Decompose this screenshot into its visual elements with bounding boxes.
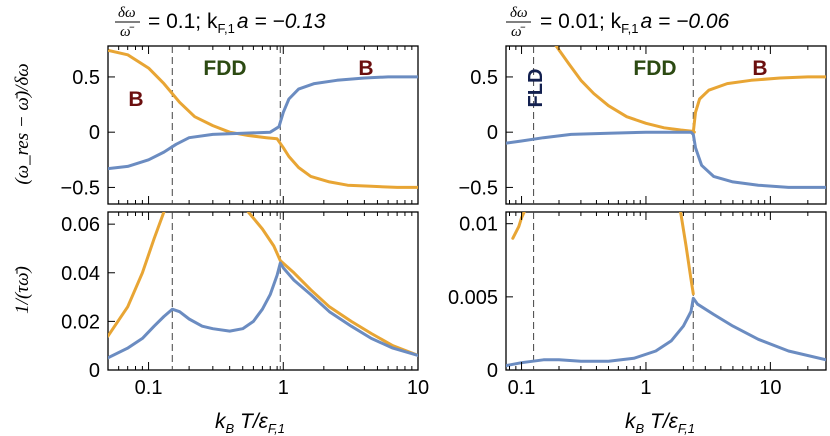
panel-left: B FDD B 0.5 0 −0.5 0.06 0.04 0.02 0 0.1 1 10: [61, 45, 429, 399]
right-title-fraction-numerator: δω: [510, 5, 528, 21]
bottom-ylabel: 1/(τω̄): [12, 266, 33, 314]
series-orange-top: [554, 46, 696, 134]
bottom-frame: [505, 211, 827, 371]
bottom-frame: [107, 211, 419, 371]
region-label-fdd: FDD: [633, 57, 676, 80]
bottom-ytick-label: 0: [89, 360, 100, 382]
xtick-label: 1: [640, 377, 651, 399]
series-orange-top: [108, 48, 418, 189]
top-ytick-label: 0.5: [72, 67, 100, 89]
series-orange-bottom: [511, 212, 526, 240]
bottom-ytick-label: 0.02: [61, 311, 100, 333]
top-ytick-label: −0.5: [61, 177, 100, 199]
top-ytick-label: 0.5: [470, 67, 498, 89]
series-blue-top: [506, 130, 826, 189]
series-blue-bottom: [506, 296, 826, 368]
xtick-label: 10: [759, 377, 781, 399]
bottom-ytick-label: 0.005: [448, 287, 498, 309]
right-title-rest: = 0.01; kF,1a = −0.06: [540, 10, 730, 36]
bottom-ytick-label: 0.06: [61, 214, 100, 236]
series-orange-bottom: [108, 212, 166, 338]
region-label-b: B: [358, 57, 373, 80]
bottom-ytick-label: 0.04: [61, 263, 100, 285]
series-orange-top-right: [691, 75, 826, 134]
left-title-fraction-numerator: δω: [118, 5, 136, 21]
series-blue-bottom: [108, 261, 418, 360]
region-label-b: B: [752, 57, 767, 80]
left-xlabel: kB T/εF,1: [215, 410, 285, 436]
top-frame: [107, 45, 419, 205]
right-title: δω ω̄ = 0.01; kF,1a = −0.06: [506, 5, 730, 40]
top-ytick-label: −0.5: [459, 177, 498, 199]
top-ytick-label: 0: [89, 122, 100, 144]
bottom-ytick-label: 0.01: [459, 214, 498, 236]
top-ylabel: (ω_res − ω̄)/δω: [12, 63, 33, 184]
xtick-label: 10: [407, 377, 429, 399]
left-title: δω ω̄ = 0.1; kF,1a = −0.13: [115, 5, 326, 40]
top-frame: [505, 45, 827, 205]
left-title-fraction-denominator: ω̄: [120, 24, 135, 40]
top-ytick-label: 0: [487, 122, 498, 144]
xtick-label: 0.1: [135, 377, 163, 399]
left-title-rest: = 0.1; kF,1a = −0.13: [148, 10, 326, 36]
region-label-b: B: [128, 88, 143, 111]
region-label-fdd: FDD: [203, 57, 246, 80]
right-title-fraction-denominator: ω̄: [511, 24, 526, 40]
series-blue-top: [108, 75, 418, 171]
xtick-label: 0.1: [508, 377, 536, 399]
bottom-ytick-label: 0: [487, 360, 498, 382]
panel-right: FLD FDD B 0.5 0 −0.5 0.01 0.005 0 0.1 1 10: [448, 45, 827, 399]
right-xlabel: kB T/εF,1: [625, 410, 695, 436]
xtick-label: 1: [278, 377, 289, 399]
series-orange-bottom-right: [679, 212, 695, 296]
region-label-fld: FLD: [525, 69, 547, 108]
series-orange-bottom-right: [246, 212, 418, 357]
